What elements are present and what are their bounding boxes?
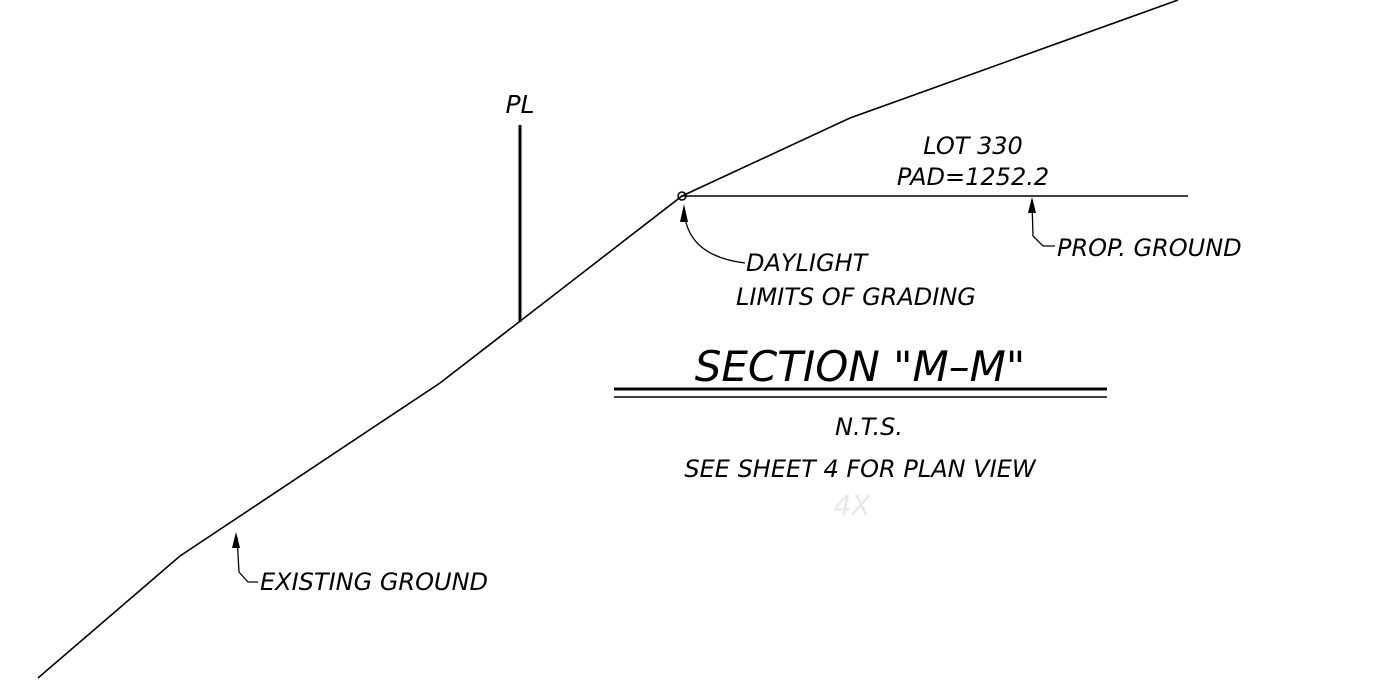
daylight-arrowhead bbox=[680, 204, 688, 222]
existing-ground-arrowhead bbox=[232, 532, 240, 548]
pl-label: PL bbox=[505, 90, 534, 119]
existing-ground-label: EXISTING GROUND bbox=[260, 568, 488, 596]
prop-ground-leader bbox=[1031, 201, 1055, 247]
limits-of-grading-label: LIMITS OF GRADING bbox=[736, 283, 976, 311]
faint-mark: 4X bbox=[834, 489, 872, 522]
prop-ground-arrowhead bbox=[1028, 197, 1036, 213]
section-title: SECTION "M–M" bbox=[695, 342, 1026, 391]
scale-label: N.T.S. bbox=[835, 413, 903, 441]
daylight-leader bbox=[683, 207, 746, 264]
existing-ground-line bbox=[37, 0, 1179, 679]
daylight-point bbox=[677, 191, 687, 201]
lot-label: LOT 330 bbox=[923, 132, 1023, 160]
pad-elevation-label: PAD=1252.2 bbox=[897, 163, 1049, 191]
prop-ground-label: PROP. GROUND bbox=[1057, 234, 1242, 262]
daylight-label: DAYLIGHT bbox=[746, 249, 870, 277]
see-sheet-label: SEE SHEET 4 FOR PLAN VIEW bbox=[684, 455, 1036, 483]
existing-ground-leader bbox=[236, 536, 258, 583]
